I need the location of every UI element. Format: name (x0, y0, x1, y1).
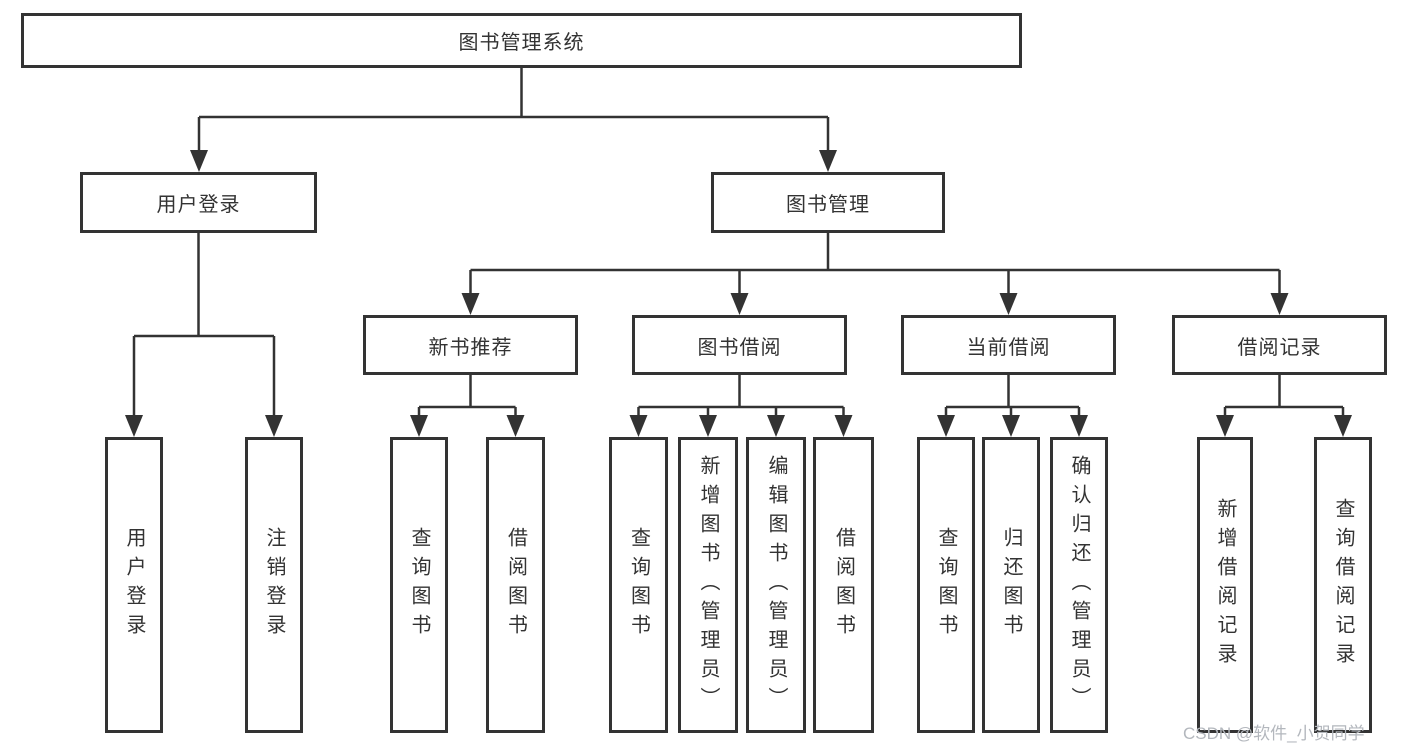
leaf-newbook-borrow-books-label: 借阅图书 (504, 527, 527, 643)
arrowhead-icon (1270, 293, 1289, 315)
arrowhead-icon (629, 415, 648, 437)
connector-borrow-records-split (1216, 375, 1352, 437)
node-book-borrow-label: 图书借阅 (697, 336, 782, 359)
leaf-current-query-books-label: 查询图书 (935, 527, 957, 643)
leaf-borrow-books: 借阅图书 (813, 437, 874, 733)
connector-book-borrow-split (629, 375, 853, 437)
arrowhead-icon (819, 150, 837, 172)
leaf-query-borrow-record-label: 查询借阅记录 (1332, 498, 1354, 672)
leaf-add-books-admin: 新增图书（管理员） (678, 437, 738, 733)
node-current-borrow-label: 当前借阅 (966, 336, 1051, 359)
node-new-book-recommend: 新书推荐 (363, 315, 578, 375)
node-book-management-label: 图书管理 (786, 194, 870, 216)
node-root-label: 图书管理系统 (458, 32, 585, 54)
connector-user-login-split (125, 233, 283, 437)
connector-book-management-split (461, 233, 1289, 315)
arrowhead-icon (937, 415, 955, 437)
node-book-borrow: 图书借阅 (632, 315, 847, 375)
arrowhead-icon (730, 293, 749, 315)
connector-current-borrow-split (937, 375, 1088, 437)
leaf-edit-books-admin: 编辑图书（管理员） (746, 437, 806, 733)
leaf-add-borrow-record-label: 新增借阅记录 (1214, 498, 1236, 672)
arrowhead-icon (1002, 415, 1020, 437)
arrowhead-icon (461, 293, 480, 315)
node-current-borrow: 当前借阅 (901, 315, 1116, 375)
leaf-add-books-admin-label: 新增图书（管理员） (697, 454, 719, 716)
leaf-return-books: 归还图书 (982, 437, 1040, 733)
leaf-newbook-query-books-label: 查询图书 (408, 527, 430, 643)
arrowhead-icon (1216, 415, 1234, 437)
node-borrow-records: 借阅记录 (1172, 315, 1387, 375)
arrowhead-icon (1070, 415, 1088, 437)
leaf-logout: 注销登录 (245, 437, 303, 733)
arrowhead-icon (265, 415, 283, 437)
node-book-management: 图书管理 (711, 172, 945, 233)
node-user-login-label: 用户登录 (156, 194, 241, 216)
node-root-system: 图书管理系统 (21, 13, 1022, 68)
csdn-watermark: CSDN @软件_小贺同学 (1183, 724, 1365, 743)
arrowhead-icon (125, 415, 143, 437)
arrowhead-icon (999, 293, 1018, 315)
leaf-logout-label: 注销登录 (263, 527, 285, 643)
leaf-user-login-label: 用户登录 (123, 527, 145, 643)
leaf-return-books-label: 归还图书 (1000, 527, 1022, 643)
leaf-newbook-query-books: 查询图书 (390, 437, 448, 733)
connector-new-book-split (410, 375, 525, 437)
leaf-borrow-query-books: 查询图书 (609, 437, 668, 733)
arrowhead-icon (1334, 415, 1352, 437)
leaf-borrow-query-books-label: 查询图书 (627, 527, 650, 643)
connector-root-split (190, 68, 837, 172)
leaf-newbook-borrow-books: 借阅图书 (486, 437, 545, 733)
leaf-borrow-books-label: 借阅图书 (832, 527, 855, 643)
node-new-book-recommend-label: 新书推荐 (428, 336, 513, 359)
arrowhead-icon (410, 415, 428, 437)
arrowhead-icon (767, 415, 785, 437)
leaf-edit-books-admin-label: 编辑图书（管理员） (765, 454, 787, 716)
node-user-login: 用户登录 (80, 172, 317, 233)
arrowhead-icon (699, 415, 717, 437)
leaf-user-login: 用户登录 (105, 437, 163, 733)
leaf-query-borrow-record: 查询借阅记录 (1314, 437, 1372, 733)
arrowhead-icon (834, 415, 853, 437)
leaf-current-query-books: 查询图书 (917, 437, 975, 733)
leaf-add-borrow-record: 新增借阅记录 (1197, 437, 1253, 733)
arrowhead-icon (190, 150, 208, 172)
arrowhead-icon (506, 415, 525, 437)
node-borrow-records-label: 借阅记录 (1237, 336, 1322, 359)
leaf-confirm-return-admin-label: 确认归还（管理员） (1068, 454, 1090, 716)
leaf-confirm-return-admin: 确认归还（管理员） (1050, 437, 1108, 733)
